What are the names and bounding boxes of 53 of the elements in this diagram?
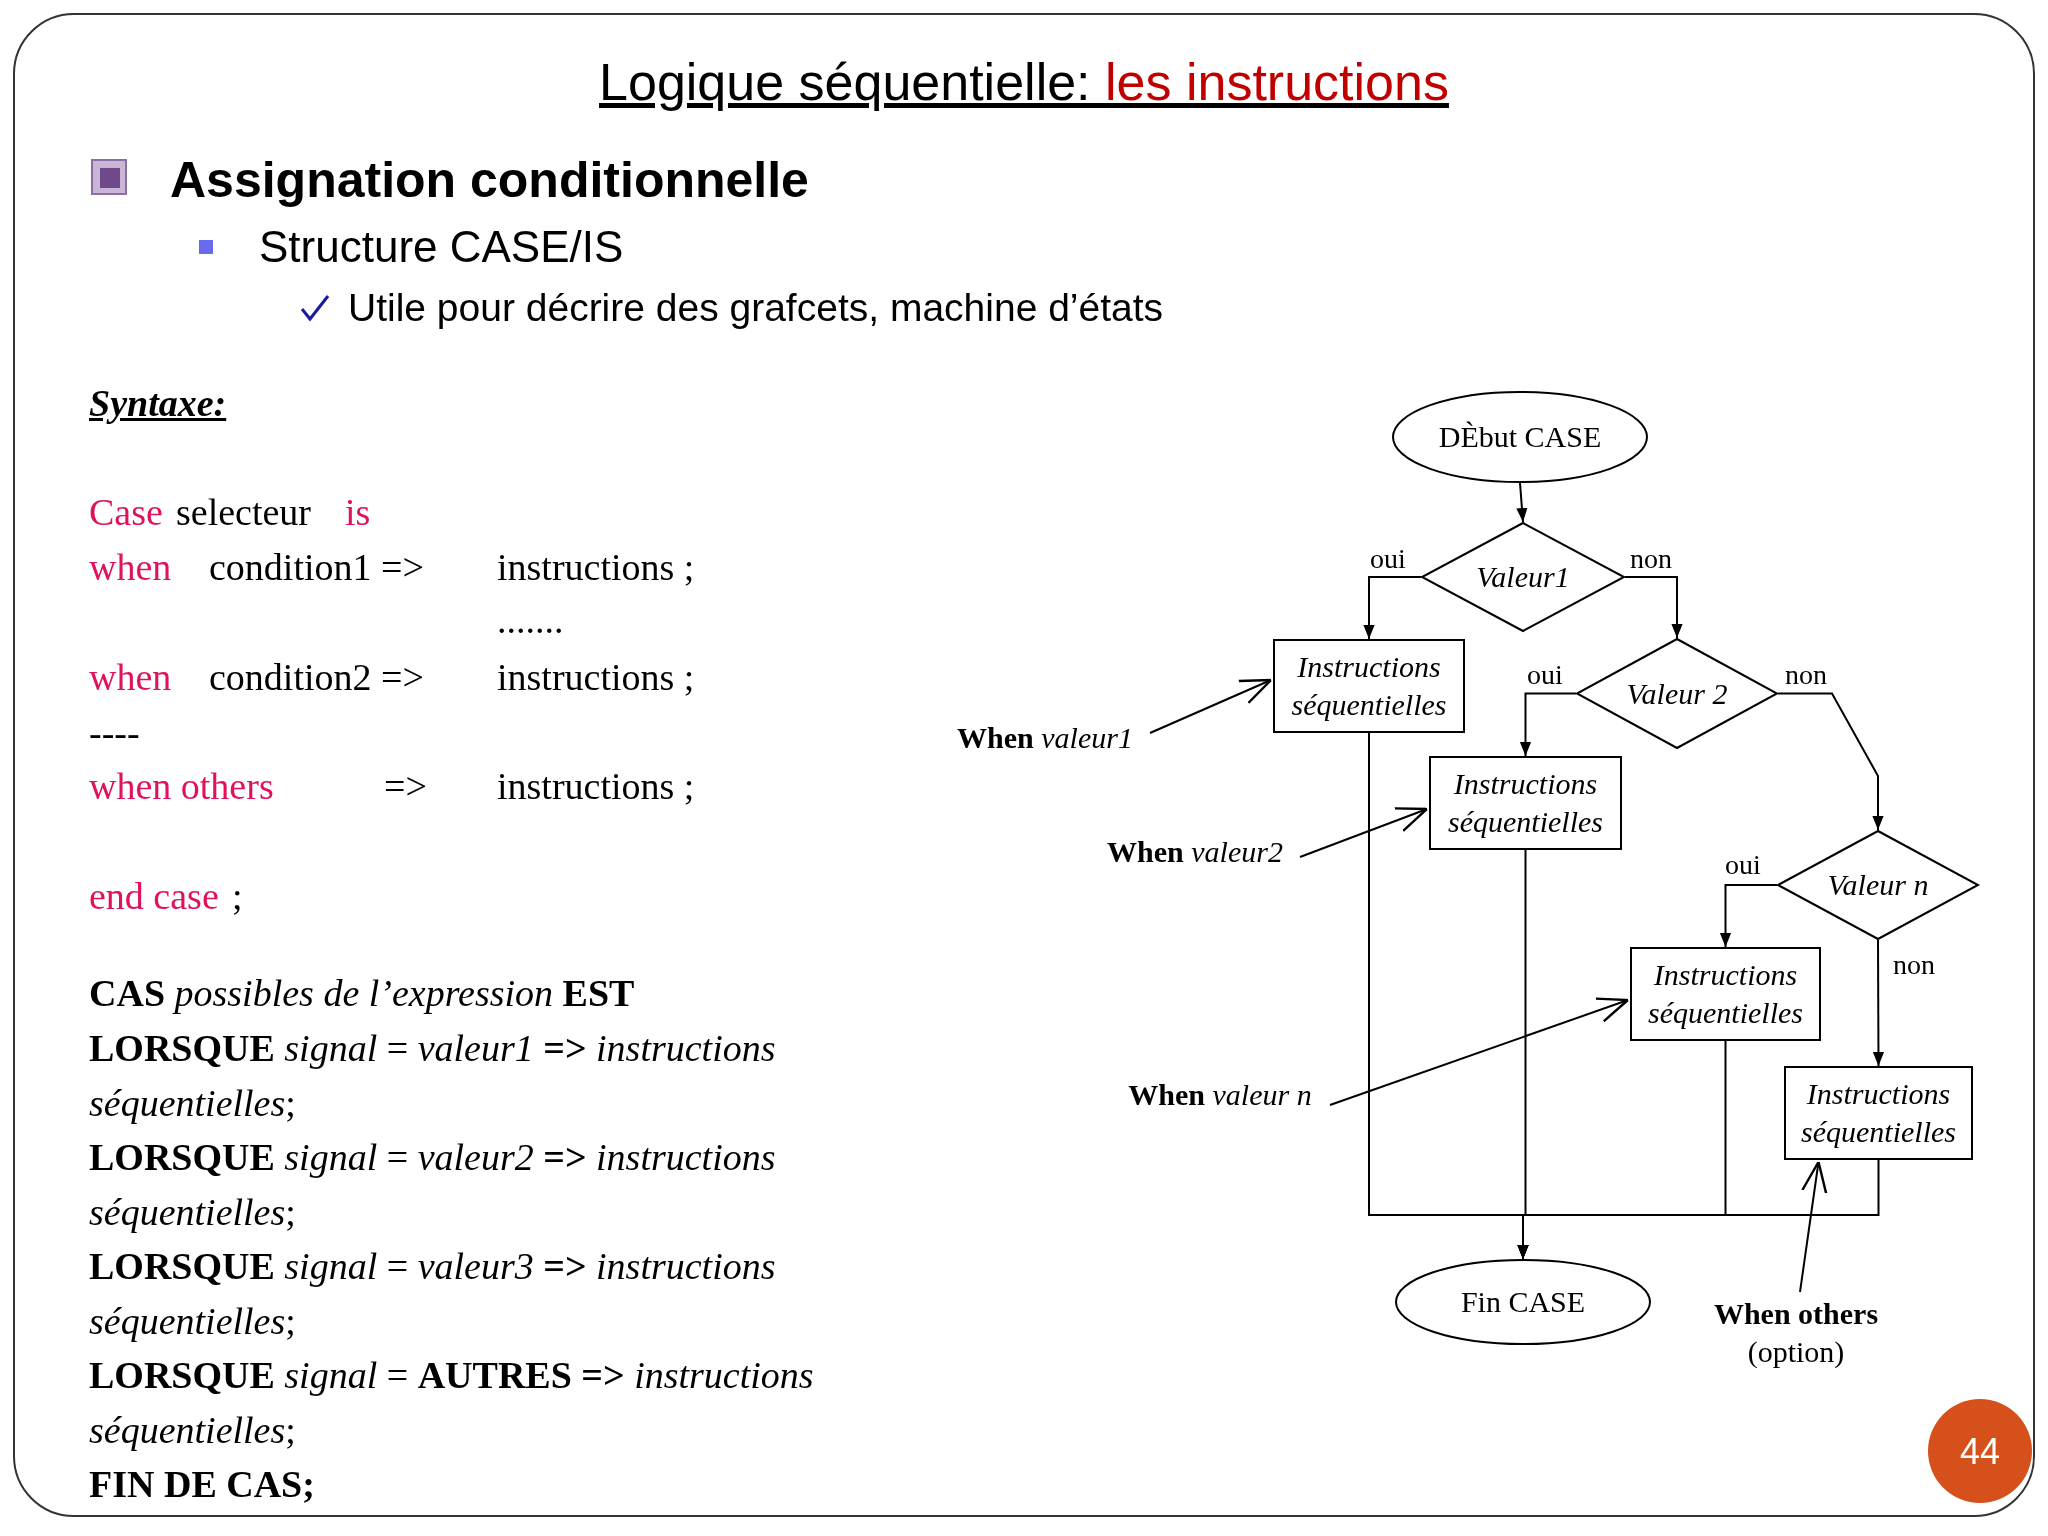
decision-diamond: Valeur1: [1421, 522, 1625, 632]
decision-diamond: Valeur n: [1777, 830, 1979, 940]
leader-arrow: [1329, 997, 1630, 1106]
code-keyword: when others: [89, 764, 274, 809]
syntax-line: LORSQUE signal = AUTRES => instructions séquentielles;: [89, 1353, 815, 1453]
arrow: [1516, 482, 1528, 523]
syntax-line: LORSQUE signal = valeur2 => instructions séquentielles;: [89, 1135, 777, 1235]
syntax-line: CAS possibles de l’expression EST: [89, 971, 635, 1016]
callout-text: When valeur1: [940, 718, 1150, 758]
code-keyword: when: [89, 545, 172, 590]
code-keyword: when: [89, 655, 172, 700]
leader-arrow: [1299, 807, 1429, 858]
arrow: [1719, 884, 1778, 948]
code-keyword: is: [345, 490, 371, 535]
code-text: ;: [232, 874, 243, 919]
decision-diamond: Valeur 2: [1576, 638, 1778, 749]
code-text: =>: [384, 764, 427, 809]
arrow: [1624, 576, 1683, 639]
subheading: Structure CASE/IS: [259, 221, 624, 273]
arrow: [1363, 576, 1422, 640]
syntax-heading: Syntaxe:: [89, 381, 227, 426]
callout-text: When others (option): [1696, 1292, 1896, 1374]
slide-title: Logique séquentielle: les instructions: [598, 52, 1450, 112]
page-number: 44: [1928, 1399, 2032, 1503]
syntax-line: FIN DE CAS;: [89, 1462, 315, 1507]
arrow: [1517, 1159, 1880, 1260]
leader-arrow: [1799, 1160, 1828, 1293]
code-text: condition2 =>: [209, 655, 424, 700]
code-keyword: end case: [89, 874, 219, 919]
code-text: instructions ;: [497, 655, 695, 700]
syntax-line: LORSQUE signal = valeur1 => instructions séquentielles;: [89, 1026, 777, 1126]
arrow: [1777, 692, 1884, 831]
code-text: instructions ;: [497, 764, 695, 809]
callout-text: When valeur n: [1110, 1075, 1330, 1115]
code-text: ----: [89, 711, 140, 756]
arrow: [1872, 939, 1885, 1067]
bullet-text: Utile pour décrire des grafcets, machine d’états: [348, 285, 1164, 331]
heading: Assignation conditionnelle: [170, 151, 809, 210]
process-box: Instructions séquentielles: [1630, 947, 1821, 1041]
code-keyword: Case: [89, 490, 163, 535]
process-box: Instructions séquentielles: [1784, 1066, 1973, 1160]
code-text: instructions ;: [497, 545, 695, 590]
process-box: Instructions séquentielles: [1429, 756, 1622, 850]
leader-arrow: [1149, 678, 1273, 734]
syntax-line: LORSQUE signal = valeur3 => instructions séquentielles;: [89, 1244, 777, 1344]
callout-text: When valeur2: [1090, 832, 1300, 872]
arrow: [1519, 692, 1577, 757]
start-ellipse: DÈbut CASE: [1392, 391, 1648, 483]
process-box: Instructions séquentielles: [1273, 639, 1465, 733]
code-text: .......: [497, 598, 564, 643]
code-text: selecteur: [176, 490, 312, 535]
code-text: condition1 =>: [209, 545, 424, 590]
end-ellipse: Fin CASE: [1395, 1259, 1651, 1345]
